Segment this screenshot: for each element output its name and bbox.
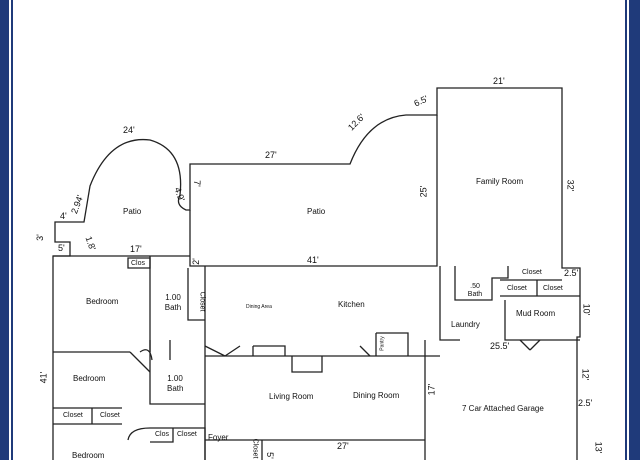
closet-vertical-label: Closet xyxy=(198,291,206,312)
clos-top-label: Clos xyxy=(131,260,146,267)
wall-closets xyxy=(53,408,122,425)
dim-41-vertical: 41' xyxy=(38,371,49,384)
dim-13: 13' xyxy=(593,441,604,454)
family-room-label: Family Room xyxy=(476,177,524,186)
bath-1-label: 1.00 Bath xyxy=(164,293,182,312)
wall-range xyxy=(291,356,323,373)
dim-2-5-a: 2.5' xyxy=(564,268,579,278)
dim-10: 10' xyxy=(581,303,592,316)
closet-rotated-label: Closet xyxy=(251,438,259,459)
dim-24: 24' xyxy=(123,125,135,135)
kitchen-label: Kitchen xyxy=(338,300,365,309)
dim-12: 12' xyxy=(580,368,591,381)
living-room-label: Living Room xyxy=(269,392,314,401)
pantry-label: Pantry xyxy=(379,336,386,351)
mud-room-label: Mud Room xyxy=(516,309,556,318)
dim-5-small: 5' xyxy=(264,452,275,459)
dim-32: 32' xyxy=(565,179,576,192)
dim-21: 21' xyxy=(493,76,505,86)
bedroom-3-label: Bedroom xyxy=(72,451,105,460)
wall-pantry xyxy=(375,332,409,356)
door-swing xyxy=(169,339,541,360)
patio-main-label: Patio xyxy=(307,207,326,216)
closet-b-label: Closet xyxy=(100,412,120,419)
closet-f-label: Closet xyxy=(543,285,563,292)
blue-frame-right xyxy=(629,0,640,460)
garage-label: 7 Car Attached Garage xyxy=(462,404,544,413)
door-swing xyxy=(127,345,371,441)
exterior-wall xyxy=(52,87,581,460)
bath-2-label: 1.00 Bath xyxy=(167,374,184,393)
dim-25-5: 25.5' xyxy=(490,341,510,351)
half-bath-label: .50 Bath xyxy=(467,283,483,299)
dim-7: 7' xyxy=(191,180,202,187)
dining-area-label: Dining Area xyxy=(246,304,272,310)
dim-2: 2' xyxy=(190,258,201,265)
wall-clos xyxy=(127,257,151,269)
patio-edge xyxy=(189,115,438,267)
dim-17: 17' xyxy=(130,244,142,254)
laundry-label: Laundry xyxy=(451,320,480,329)
dim-2-5-b: 2.5' xyxy=(578,398,593,408)
wall-clos-bottom xyxy=(150,428,174,443)
bedroom-1-label: Bedroom xyxy=(86,297,119,306)
dim-27-top: 27' xyxy=(265,150,277,160)
clos-bottom-label: Clos xyxy=(155,431,170,438)
closet-c-label: Closet xyxy=(177,431,197,438)
dim-41-horizontal: 41' xyxy=(307,255,319,265)
dining-room-label: Dining Room xyxy=(353,391,400,400)
foyer-label: Foyer xyxy=(208,433,229,442)
patio-left-label: Patio xyxy=(123,207,142,216)
wall-laundry xyxy=(439,266,509,341)
wall-closet-row xyxy=(500,279,580,297)
closet-d-label: Closet xyxy=(522,269,542,276)
dim-3: 3' xyxy=(34,234,45,241)
dim-4: 4' xyxy=(60,211,67,221)
wall-bath2 xyxy=(149,340,205,405)
blue-frame-left xyxy=(0,0,9,460)
wall-bath-closet xyxy=(187,268,205,321)
blue-frame-inner-right xyxy=(625,0,627,460)
dim-27-bottom: 27' xyxy=(337,441,349,451)
door-swing xyxy=(129,345,241,373)
bedroom-2-label: Bedroom xyxy=(73,374,106,383)
closet-a-label: Closet xyxy=(63,412,83,419)
blue-frame-inner-left xyxy=(11,0,13,460)
dim-5: 5' xyxy=(58,243,65,253)
closet-e-label: Closet xyxy=(507,285,527,292)
dim-17-vertical: 17' xyxy=(426,383,437,396)
wall-mudroom xyxy=(504,300,580,341)
wall-counter xyxy=(252,345,286,356)
dim-25: 25' xyxy=(418,185,429,198)
